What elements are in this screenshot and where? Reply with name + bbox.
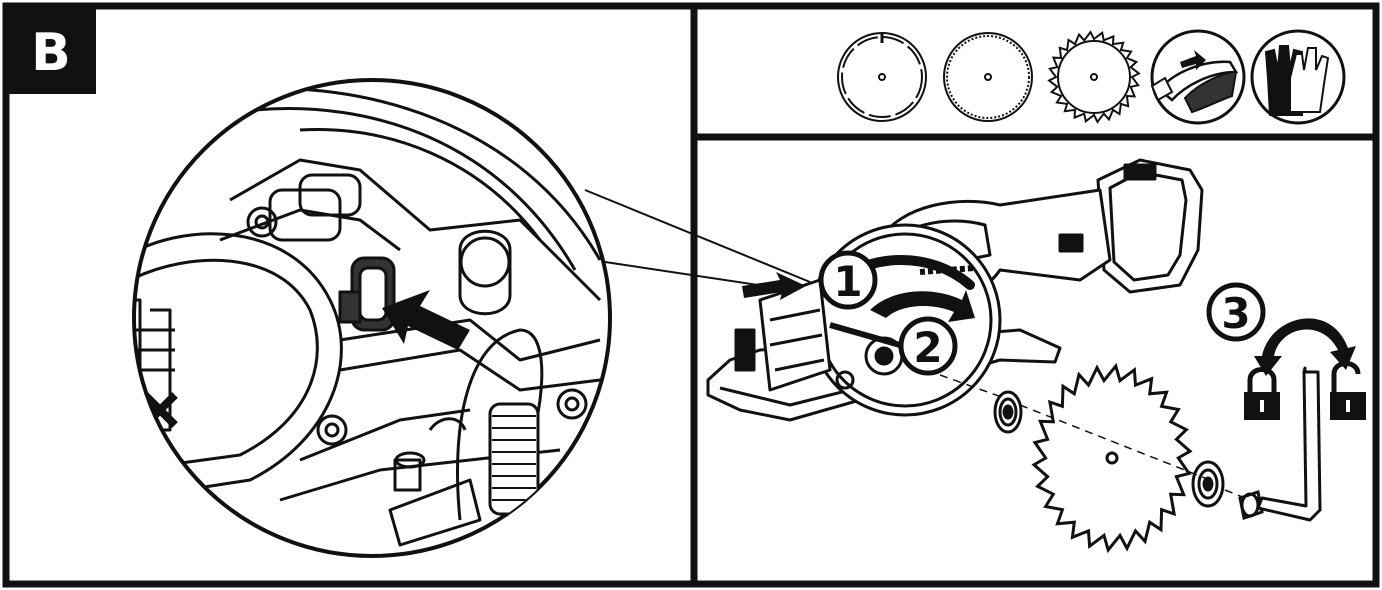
lock-direction-group	[1244, 318, 1366, 420]
section-label: B	[31, 23, 71, 83]
step-3-number: 3	[1221, 289, 1250, 338]
padlock-unlocked-icon	[1330, 361, 1366, 420]
blade-guard-icon	[1150, 29, 1246, 125]
rotation-arrow-icon	[870, 290, 975, 322]
exploded-parts	[939, 362, 1322, 554]
toothed-saw-blade-icon	[1047, 30, 1141, 124]
hex-key-icon	[1256, 366, 1322, 522]
saw-blade	[1031, 362, 1193, 554]
segmented-diamond-blade-icon	[837, 32, 927, 122]
inner-flange	[993, 390, 1023, 434]
step-2-badge: 2	[898, 316, 958, 376]
continuous-rim-blade-icon	[943, 32, 1033, 122]
step-3-badge: 3	[1206, 282, 1266, 342]
curved-double-arrow-icon	[1254, 318, 1356, 376]
accessory-icon-row	[837, 29, 1346, 125]
gloves-icon	[1250, 29, 1346, 125]
outer-flange	[1191, 460, 1225, 508]
step-2-number: 2	[913, 323, 942, 372]
press-arrow-small-icon	[742, 272, 806, 300]
press-arrow-icon	[382, 290, 470, 350]
step-1-badge: 1	[818, 250, 878, 310]
padlock-locked-icon	[1244, 367, 1280, 420]
step-1-number: 1	[833, 257, 862, 306]
section-badge: B	[6, 6, 96, 94]
zoom-detail-circle	[132, 78, 612, 558]
